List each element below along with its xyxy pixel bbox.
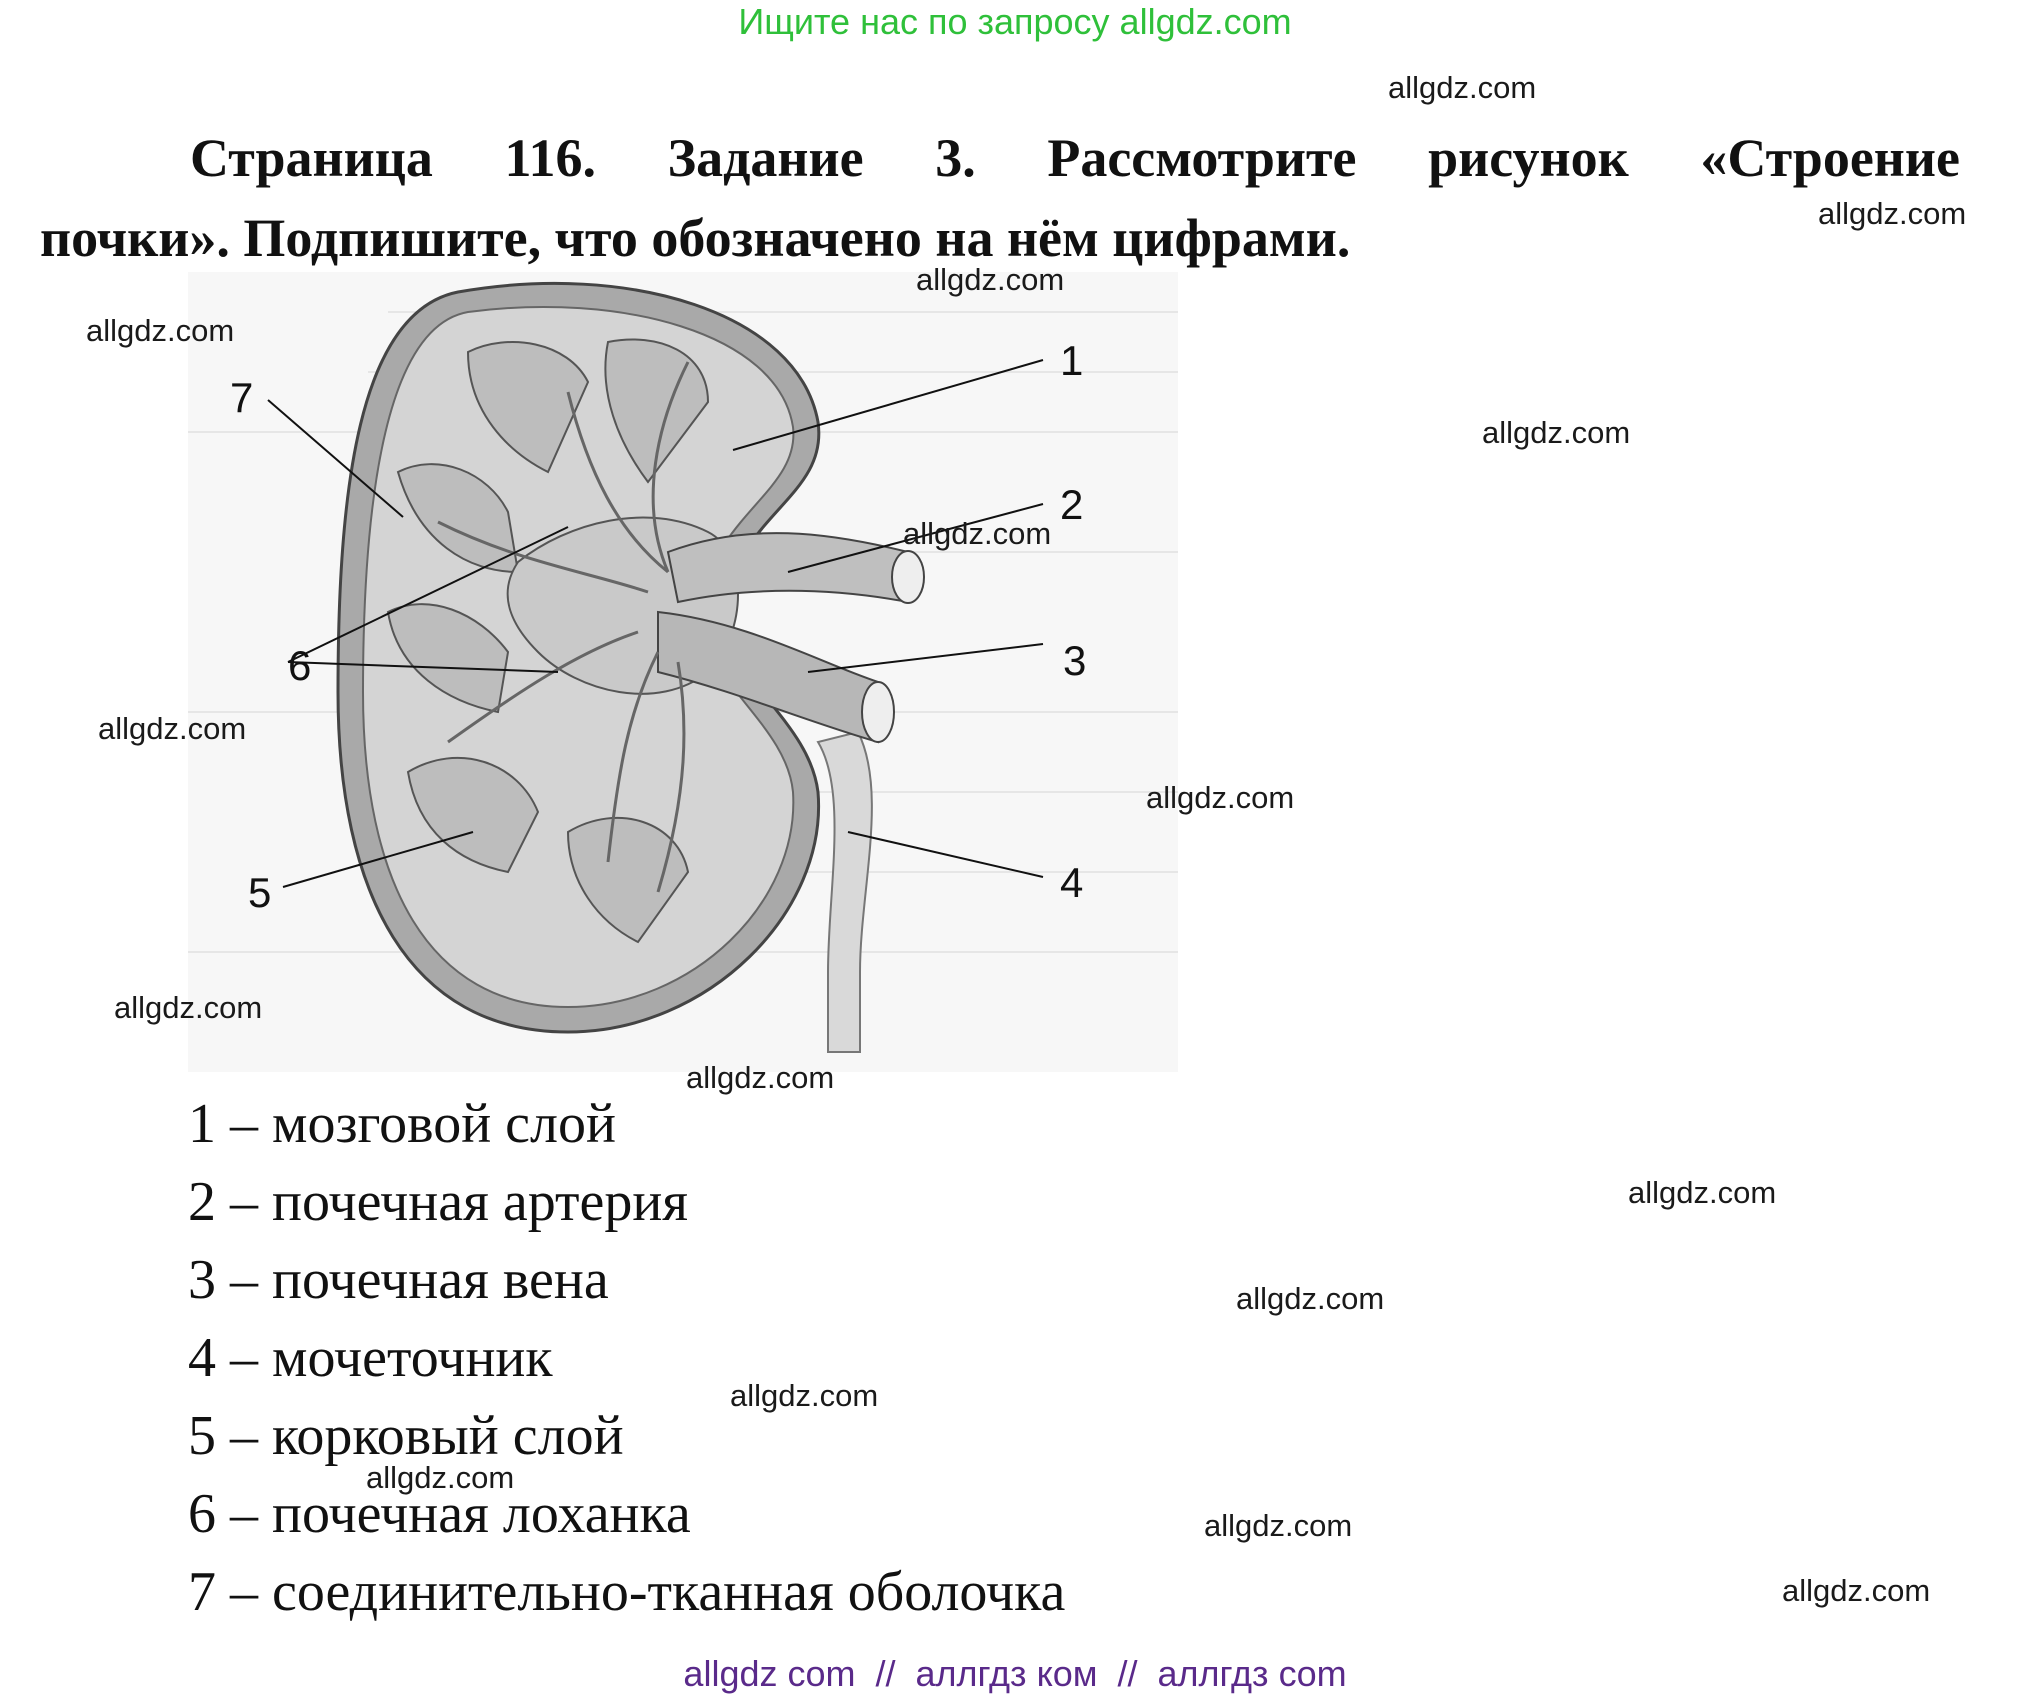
figure-label-2: 2 [1060, 481, 1083, 528]
watermark: allgdz.com [98, 711, 247, 746]
branching-vessels [437, 361, 690, 893]
figure-label-5: 5 [248, 869, 271, 916]
leader-line-3 [807, 643, 1044, 673]
figure-number-labels: 1 2 3 4 5 6 7 [230, 337, 1086, 916]
task-title: Страница 116. Задание 3. Рассмотрите рис… [40, 118, 1960, 278]
answer-item: 3 – почечная вена [188, 1249, 609, 1311]
watermark: allgdz.com [1204, 1508, 1353, 1543]
answer-list: 1 – мозговой слой 2 – почечная артерия 3… [188, 1085, 1065, 1631]
footer-links: allgdz com // аллгдз ком // аллгдз com [683, 1653, 1347, 1694]
figure-label-1: 1 [1060, 337, 1083, 384]
figure-label-4: 4 [1060, 859, 1083, 906]
renal-artery-opening [891, 550, 925, 604]
leader-line-6b [287, 661, 559, 673]
answer-item: 2 – почечная артерия [188, 1171, 689, 1233]
watermark: allgdz.com [903, 516, 1052, 551]
watermark: allgdz.com [1236, 1281, 1385, 1316]
task-title-line1: Страница 116. Задание 3. Рассмотрите рис… [190, 128, 1960, 188]
watermark: allgdz.com [1818, 196, 1967, 231]
kidney-figure: 1 2 3 4 5 6 7 [188, 272, 1178, 1072]
answer-item: 4 – мочеточник [188, 1327, 553, 1389]
kidney-illustration: 1 2 3 4 5 6 7 [188, 272, 1178, 1072]
leader-line-4 [847, 831, 1044, 878]
watermark: allgdz.com [686, 1060, 835, 1095]
answer-item: 7 – соединительно-тканная оболочка [188, 1561, 1066, 1623]
figure-label-7: 7 [230, 374, 253, 421]
answer-item: 5 – корковый слой [188, 1405, 624, 1467]
task-title-line2: почки». Подпишите, что обозначено на нём… [40, 208, 1351, 268]
figure-label-3: 3 [1063, 637, 1086, 684]
figure-label-6: 6 [288, 642, 311, 689]
leader-line-1 [732, 359, 1044, 451]
watermark: allgdz.com [114, 990, 263, 1025]
leader-line-5 [282, 831, 474, 888]
ureter [816, 730, 873, 1053]
leader-line-7 [267, 399, 404, 518]
leader-lines [267, 359, 1044, 888]
watermark: allgdz.com [1146, 780, 1295, 815]
watermark: allgdz.com [1482, 415, 1631, 450]
watermark: allgdz.com [1388, 70, 1537, 105]
leader-line-2 [787, 503, 1044, 573]
answer-item: 1 – мозговой слой [188, 1093, 616, 1155]
watermark: allgdz.com [86, 313, 235, 348]
watermark: allgdz.com [1628, 1175, 1777, 1210]
answer-item: 6 – почечная лоханка [188, 1483, 691, 1545]
watermark: allgdz.com [366, 1460, 515, 1495]
leader-line-6a [287, 526, 569, 663]
watermark: allgdz.com [916, 262, 1065, 297]
renal-artery [666, 532, 909, 604]
watermark: allgdz.com [1782, 1573, 1931, 1608]
renal-vein-opening [861, 681, 895, 743]
search-banner: Ищите нас по запросу allgdz.com [738, 1, 1292, 42]
watermark: allgdz.com [730, 1378, 879, 1413]
